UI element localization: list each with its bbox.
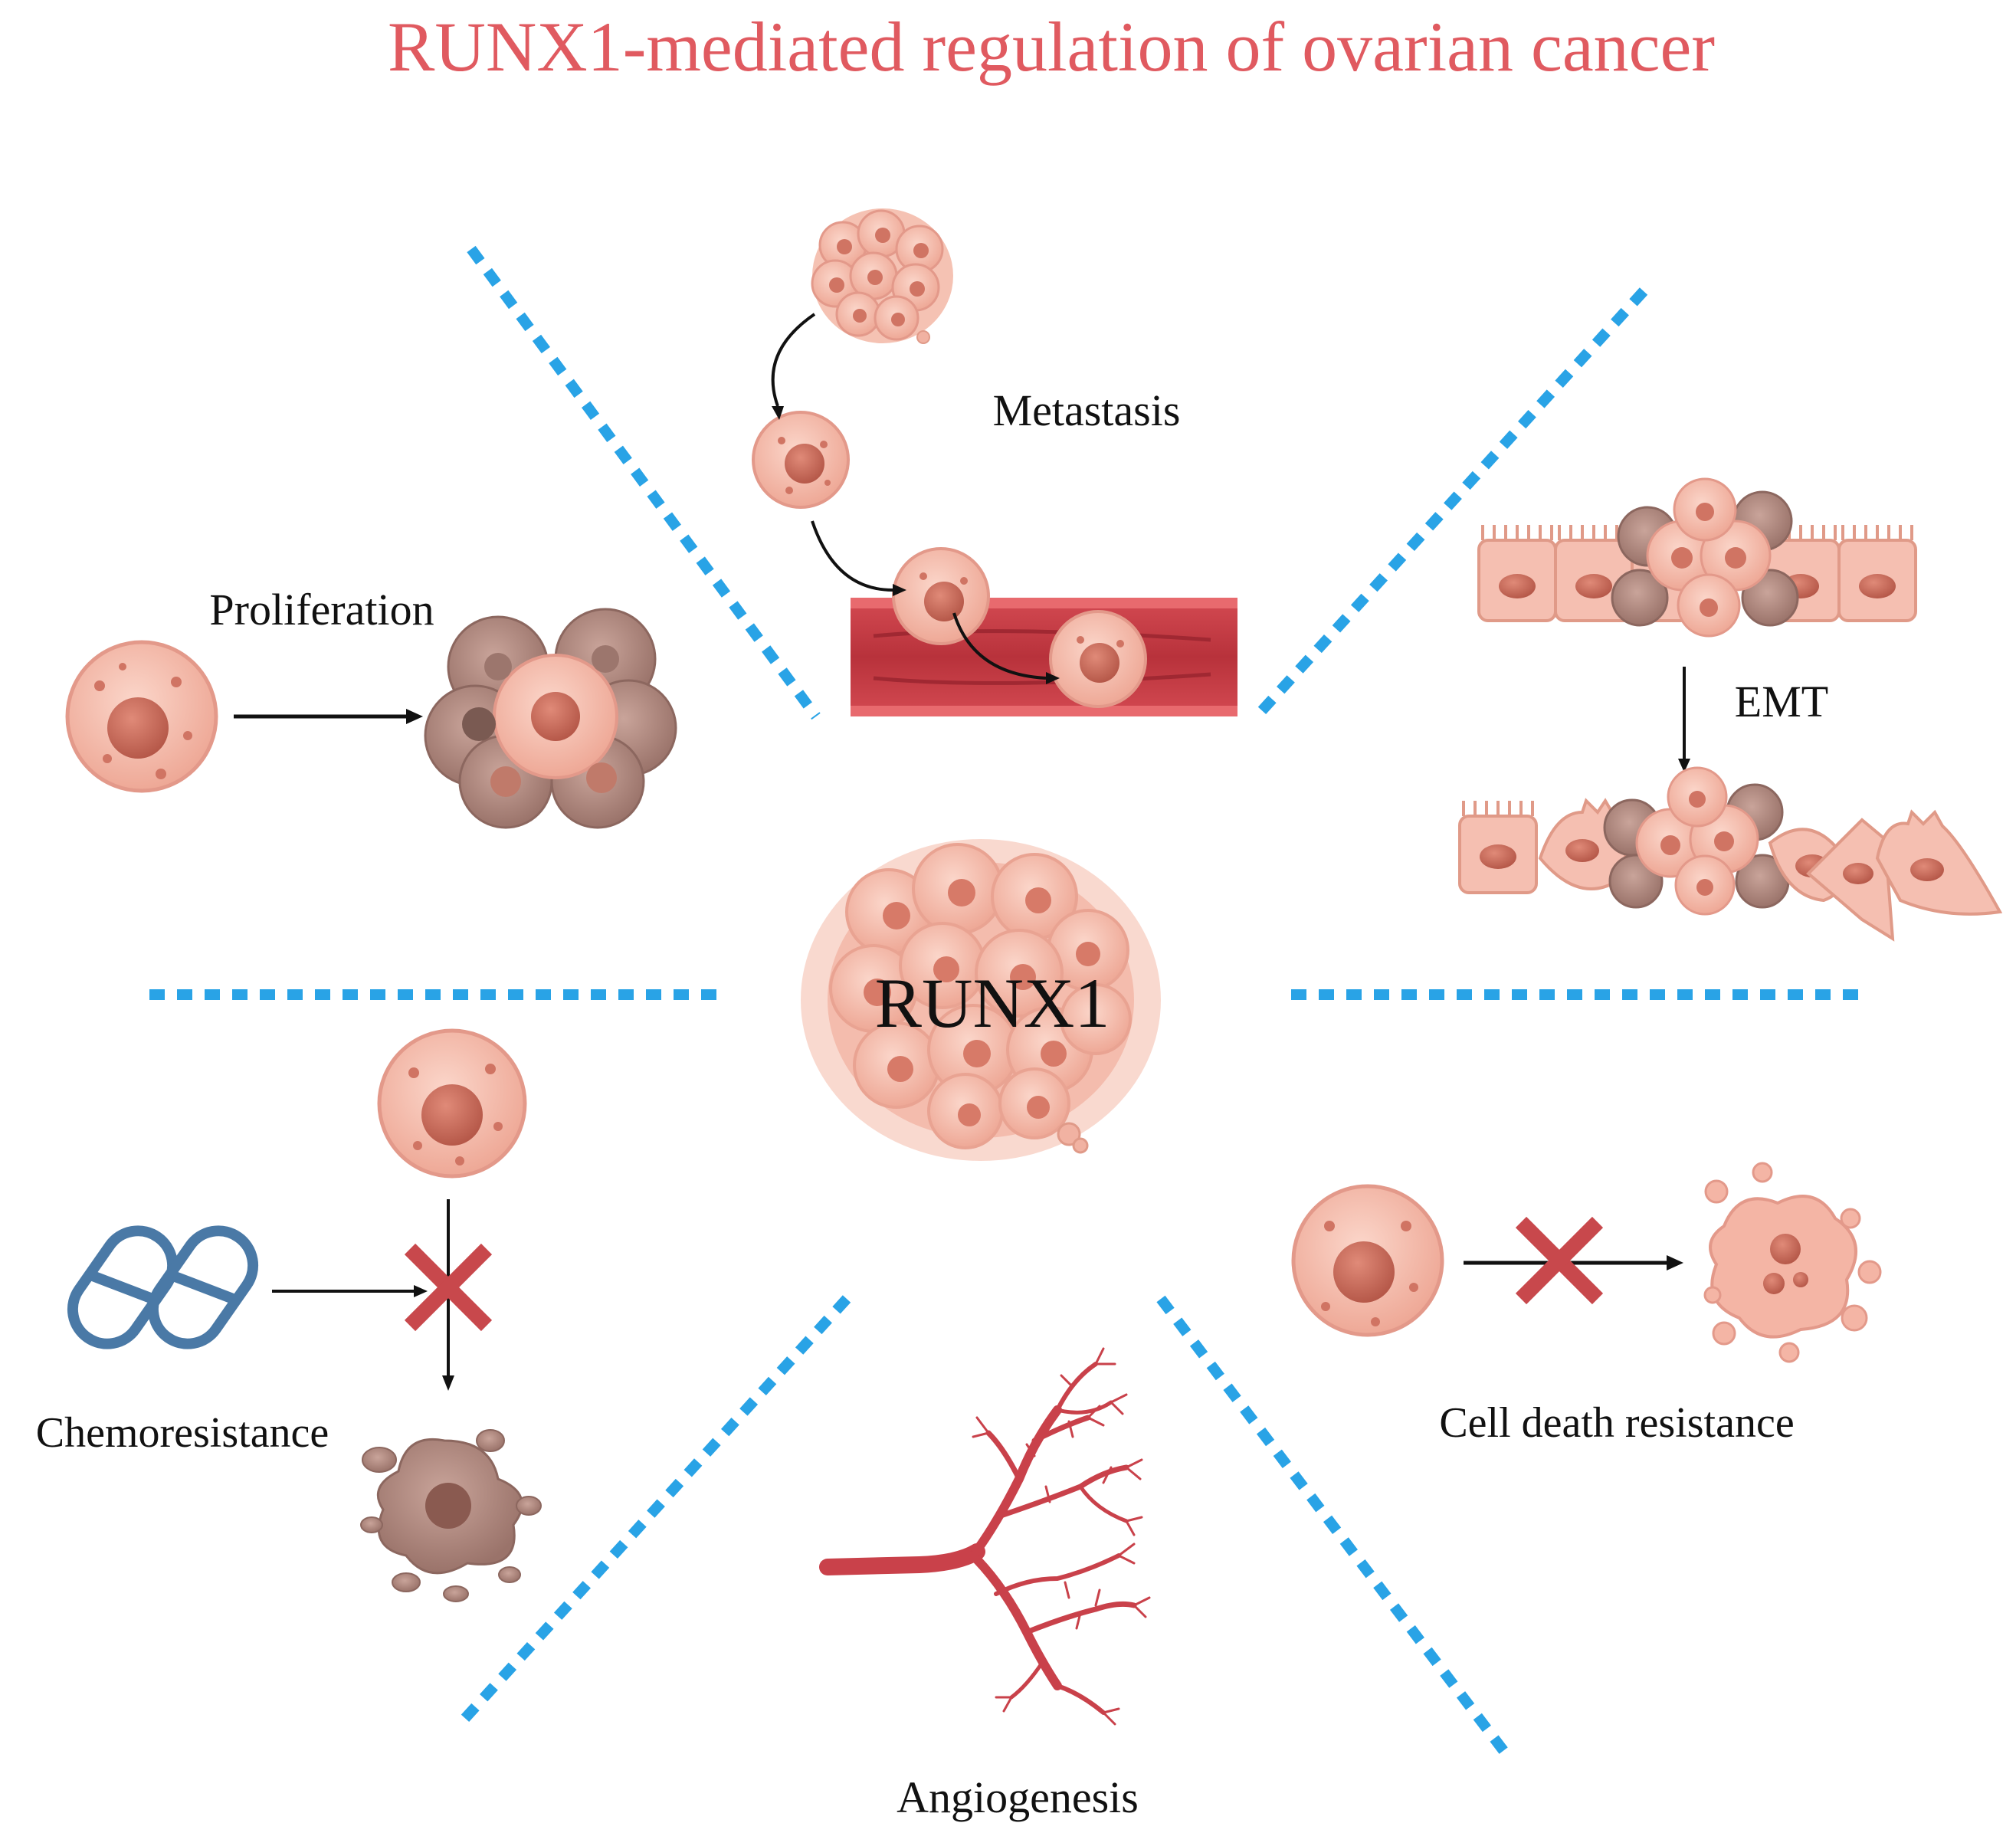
label-emt: EMT [1735,677,1828,726]
label-cell-death-resistance: Cell death resistance [1439,1399,1794,1447]
proliferating-cluster [424,608,677,829]
metastasis-illustration [752,208,1237,716]
cell-death-resistance-illustration [1291,1162,1882,1363]
center-label-runx1: RUNX1 [875,964,1110,1042]
arrow-metastasis-3 [952,612,1047,680]
proliferation-illustration [65,608,677,829]
arrow-metastasis-2 [811,520,893,592]
apoptotic-cell [1703,1162,1882,1363]
divider-bottom-right [1156,1295,1514,1762]
emt-illustration [1458,477,2003,942]
cross-icon-cell-death [1515,1216,1604,1305]
cell-in-vessel [1049,610,1147,708]
arrow-metastasis-1 [771,313,816,407]
label-angiogenesis: Angiogenesis [897,1772,1139,1822]
pill-icon [67,1225,259,1349]
divider-top-right [1252,287,1648,720]
tumor-cluster-small [811,208,953,344]
divider-top-left [467,245,821,720]
healthy-tumor-cell [377,1028,527,1179]
chemoresistance-illustration [67,1028,542,1602]
divider-lines [149,245,1870,1762]
dead-cell [360,1429,542,1602]
label-chemoresistance: Chemoresistance [36,1409,329,1457]
divider-bottom-left [455,1295,851,1728]
mesenchymal-layer [1458,766,2003,942]
single-cell [65,640,218,793]
circulating-tumor-cell [752,411,850,509]
angiogenesis-illustration [819,1347,1151,1726]
cross-icon-chemo [404,1243,493,1332]
epithelial-layer [1477,477,1917,638]
figure-title: RUNX1-mediated regulation of ovarian can… [388,8,1715,86]
label-metastasis: Metastasis [993,385,1181,435]
resistant-cell [1291,1184,1444,1337]
label-proliferation: Proliferation [209,585,434,634]
runx1-tumor-cluster [801,839,1161,1161]
intravasating-cell [892,547,990,645]
